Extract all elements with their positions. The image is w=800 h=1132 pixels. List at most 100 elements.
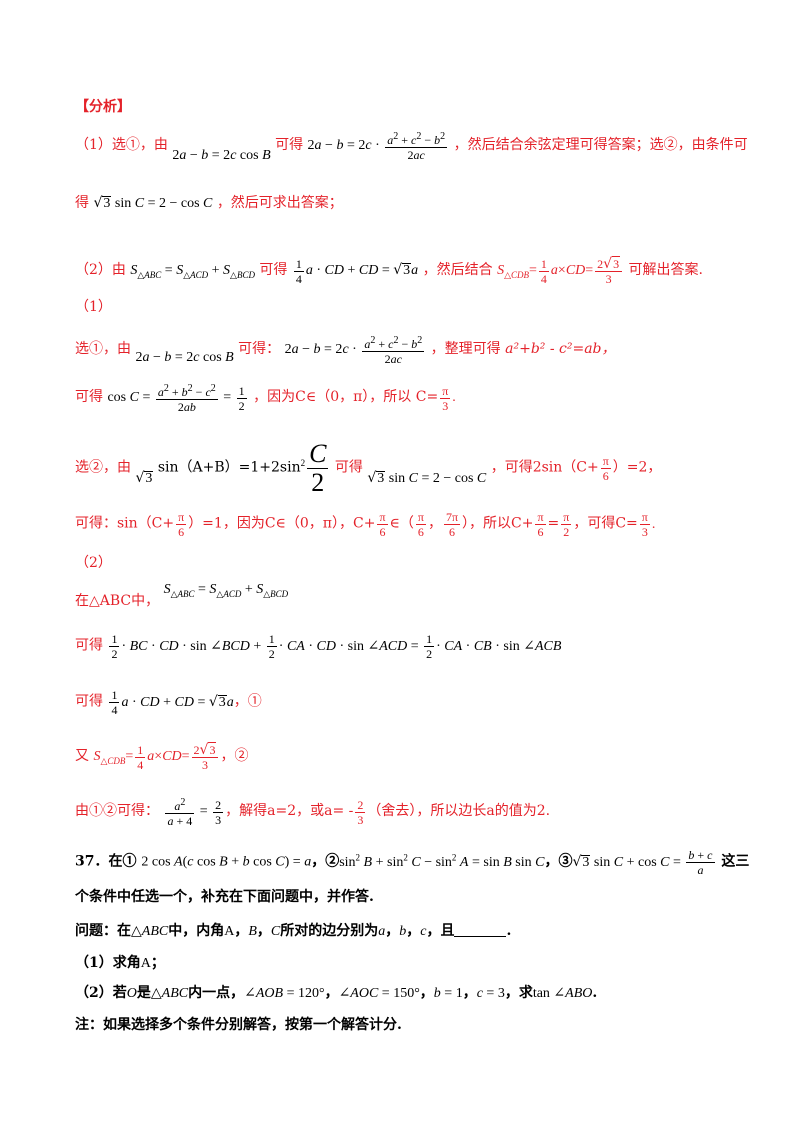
text: 又 <box>75 748 89 765</box>
text: ，可得C= <box>573 515 638 532</box>
text: ， <box>427 515 442 532</box>
analysis-line-2: 得 √3 sin C = 2 − cos C ，然后可求出答案； <box>75 196 343 211</box>
formula-area-sum: S△ABC = S△ACD + S△BCD <box>130 263 255 281</box>
text: . <box>592 985 598 1001</box>
text: 可得 <box>75 693 103 710</box>
var-C: C <box>270 924 281 939</box>
value-c: c = 3 <box>476 986 505 1001</box>
var-A: A <box>140 956 151 971</box>
sqrt3: √3 <box>135 469 154 486</box>
text: 由①②可得： <box>75 803 159 820</box>
var-b: b <box>399 924 407 939</box>
text: （2）由 <box>75 262 126 279</box>
text: ， <box>406 923 421 939</box>
text: = <box>547 515 560 532</box>
text: 可得 <box>275 137 304 154</box>
text: ， <box>462 985 477 1001</box>
analysis-line-1: （1）选①，由 2a − b = 2c cos B 可得 2a − b = 2c… <box>75 130 748 164</box>
text: ，求 <box>504 985 533 1001</box>
text: ，① <box>233 693 262 710</box>
text: 选①，由 <box>75 341 131 358</box>
formula-cond2: √3 sin C = 2 − cos C <box>93 195 213 211</box>
var-A: A <box>224 924 235 939</box>
text: ，然后结合余弦定理可得答案；选②，由条件可 <box>453 137 748 154</box>
problem-37-q1: （1）求角A； <box>75 956 165 971</box>
problem-37-note: 注：如果选择多个条件分别解答，按第一个解答计分. <box>75 1017 402 1033</box>
value-b: b = 1 <box>433 986 463 1001</box>
text: ，然后结合 <box>422 262 493 279</box>
text: （1）求角 <box>75 955 141 971</box>
angle-aob: ∠AOB = 120° <box>244 986 325 1001</box>
text: ； <box>150 955 165 971</box>
text: ）=1，因为C∈（0，π），C+ <box>188 515 376 532</box>
text: 这三 <box>721 853 750 870</box>
text: 可得 <box>259 262 288 279</box>
triangle-abc: △ABC <box>131 924 169 939</box>
triangle-abc: △ABC <box>150 986 189 1001</box>
text: ，整理可得 <box>430 341 501 358</box>
problem-37-line-3: 问题：在△ABC中，内角A，B，C所对的边分别为a，b，c，且. <box>75 924 511 939</box>
formula-area-sum: S△ABC = S△ACD + S△BCD <box>163 582 289 599</box>
condition-2: sin2 B + sin2 C − sin2 A = sin B sin C <box>339 852 545 870</box>
text: 37．在① <box>75 853 137 870</box>
text: 内一点， <box>188 985 245 1001</box>
text: 得 <box>75 195 89 211</box>
analysis-heading: 【分析】 <box>75 99 131 115</box>
problem-37-q2: （2）若O是△ABC内一点，∠AOB = 120°，∠AOC = 150°，b … <box>75 986 597 1001</box>
text: C= <box>415 389 439 406</box>
var-O: O <box>126 986 137 1001</box>
text: 中，内角 <box>168 923 225 939</box>
var-a: a <box>378 924 386 939</box>
text: ，然后可求出答案； <box>216 195 343 211</box>
text: 可得 <box>334 459 363 476</box>
text: （舍去），所以边长a的值为2. <box>367 803 551 820</box>
text: （1）选①，由 <box>75 137 168 154</box>
tan-abo: tan ∠ABO <box>532 986 593 1001</box>
text: 在△ABC中， <box>75 593 160 609</box>
problem-37-line-2: 个条件中任选一个，补充在下面问题中，并作答. <box>75 889 374 905</box>
formula-cond1: 2a − b = 2c cos B <box>172 148 271 164</box>
text: 问题：在 <box>75 923 131 939</box>
text: ）=2， <box>612 459 662 476</box>
text: ，可得2sin（C+ <box>490 459 599 476</box>
part1-label: （1） <box>75 299 112 315</box>
text: ，② <box>220 748 249 765</box>
var-B: B <box>248 924 257 939</box>
solution-line-1: 选①，由 2a − b = 2c cos B 可得： 2a − b = 2c ·… <box>75 334 616 366</box>
condition-1: 2 cos A(c cos B + b cos C) = a <box>141 854 312 870</box>
text: 可得 <box>75 637 103 654</box>
text: （2）若 <box>75 985 127 1001</box>
solution-line-t1: 在△ABC中， S△ABC = S△ACD + S△BCD <box>75 582 289 609</box>
text: 可解出答案. <box>628 262 703 279</box>
problem-37-line-1: 37．在① 2 cos A(c cos B + b cos C) = a，②si… <box>75 848 749 877</box>
var-c: c <box>420 924 427 939</box>
text: ， <box>256 923 271 939</box>
part2-label: （2） <box>75 555 112 571</box>
text: ， <box>419 985 434 1001</box>
text: ），所以C+ <box>462 515 534 532</box>
answer-blank[interactable] <box>454 924 507 937</box>
text: ， <box>385 923 400 939</box>
text: 可得 <box>75 389 103 406</box>
text: ，解得a=2，或a= - <box>225 803 354 820</box>
text: ， <box>234 923 249 939</box>
